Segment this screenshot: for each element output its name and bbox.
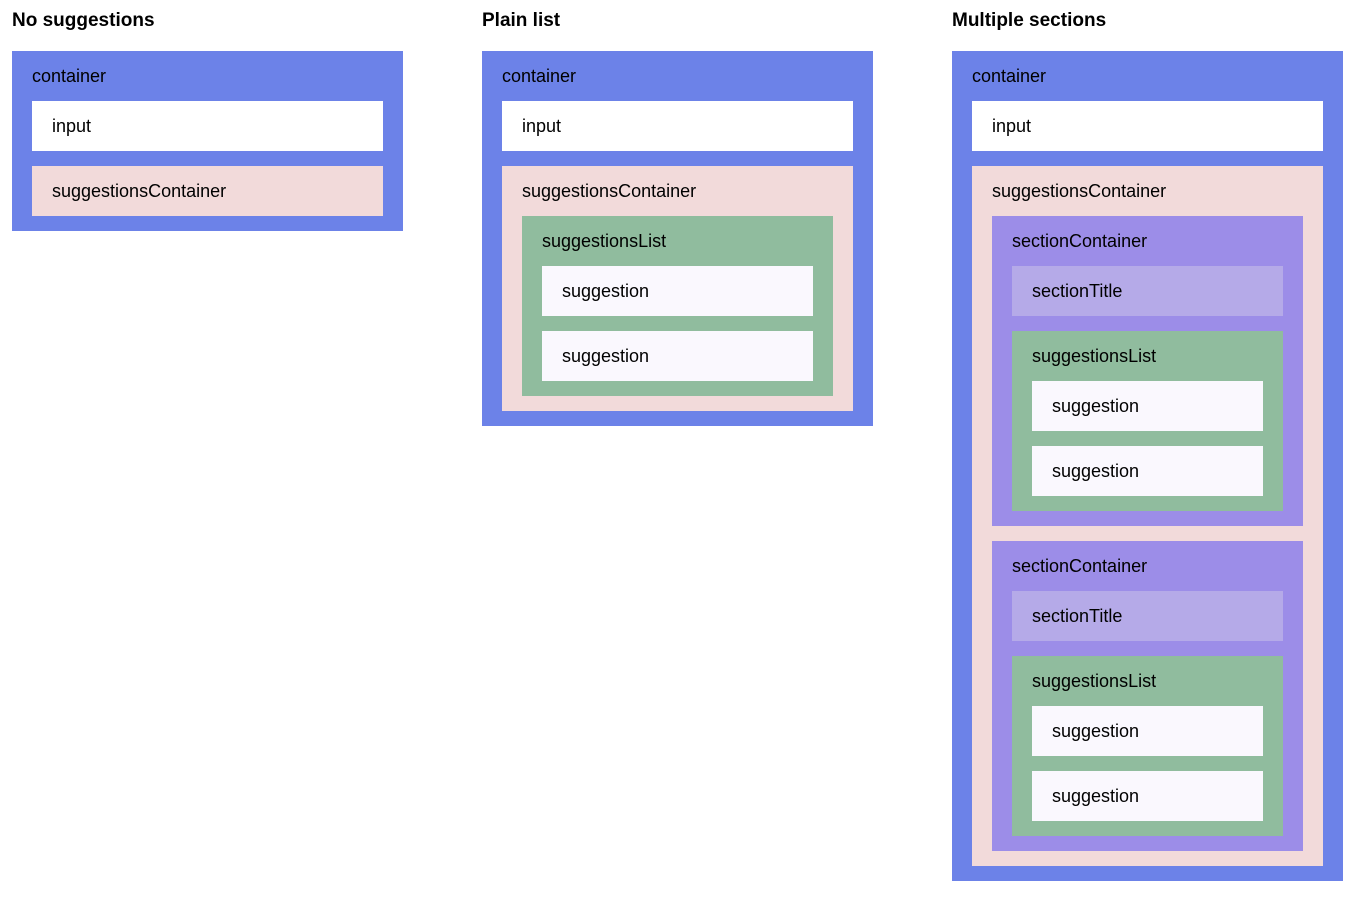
input-label: input [992,116,1032,136]
suggestions-list-label: suggestionsList [542,231,667,251]
suggestions-list-box: suggestionsList suggestion suggestion [1012,656,1283,836]
section-container-box: sectionContainer sectionTitle suggestion… [992,541,1303,851]
suggestions-container-label: suggestionsContainer [52,181,227,201]
suggestion-item: suggestion [542,331,813,381]
section-title-box: sectionTitle [1012,591,1283,641]
suggestions-list-box: suggestionsList suggestion suggestion [1012,331,1283,511]
suggestions-container-label: suggestionsContainer [522,181,697,201]
suggestion-label: suggestion [562,281,650,301]
section-container-box: sectionContainer sectionTitle suggestion… [992,216,1303,526]
input-box: input [32,101,383,151]
input-label: input [522,116,562,136]
suggestion-label: suggestion [1052,396,1140,416]
autosuggest-container-box: container input suggestionsContainer sug… [482,51,873,426]
suggestions-container-label: suggestionsContainer [992,181,1167,201]
container-label: container [502,66,577,86]
section-container-label: sectionContainer [1012,231,1148,251]
container-label: container [972,66,1047,86]
suggestion-item: suggestion [1032,771,1263,821]
suggestion-item: suggestion [542,266,813,316]
input-box: input [972,101,1323,151]
autosuggest-container-box: container input suggestionsContainer sec… [952,51,1343,881]
column-multiple-sections: Multiple sections container input sugges… [952,10,1343,881]
input-label: input [52,116,92,136]
suggestion-label: suggestion [1052,461,1140,481]
suggestion-label: suggestion [1052,786,1140,806]
section-title-label: sectionTitle [1032,606,1123,626]
suggestion-item: suggestion [1032,381,1263,431]
section-container-label: sectionContainer [1012,556,1148,576]
suggestion-label: suggestion [1052,721,1140,741]
suggestions-list-box: suggestionsList suggestion suggestion [522,216,833,396]
section-title-label: sectionTitle [1032,281,1123,301]
section-title-box: sectionTitle [1012,266,1283,316]
suggestion-item: suggestion [1032,446,1263,496]
suggestion-label: suggestion [562,346,650,366]
suggestions-list-label: suggestionsList [1032,671,1157,691]
autosuggest-container-box: container input suggestionsContainer [12,51,403,231]
column-no-suggestions: No suggestions container input suggestio… [12,10,403,231]
suggestions-list-label: suggestionsList [1032,346,1157,366]
container-label: container [32,66,107,86]
column-heading: No suggestions [12,10,155,31]
column-plain-list: Plain list container input suggestionsCo… [482,10,873,426]
column-heading: Multiple sections [952,10,1107,31]
suggestions-container-box: suggestionsContainer suggestionsList sug… [502,166,853,411]
input-box: input [502,101,853,151]
suggestion-item: suggestion [1032,706,1263,756]
suggestions-container-box: suggestionsContainer sectionContainer se… [972,166,1323,866]
suggestions-container-box: suggestionsContainer [32,166,383,216]
column-heading: Plain list [482,10,561,31]
theme-diagram: No suggestions container input suggestio… [12,10,1344,881]
